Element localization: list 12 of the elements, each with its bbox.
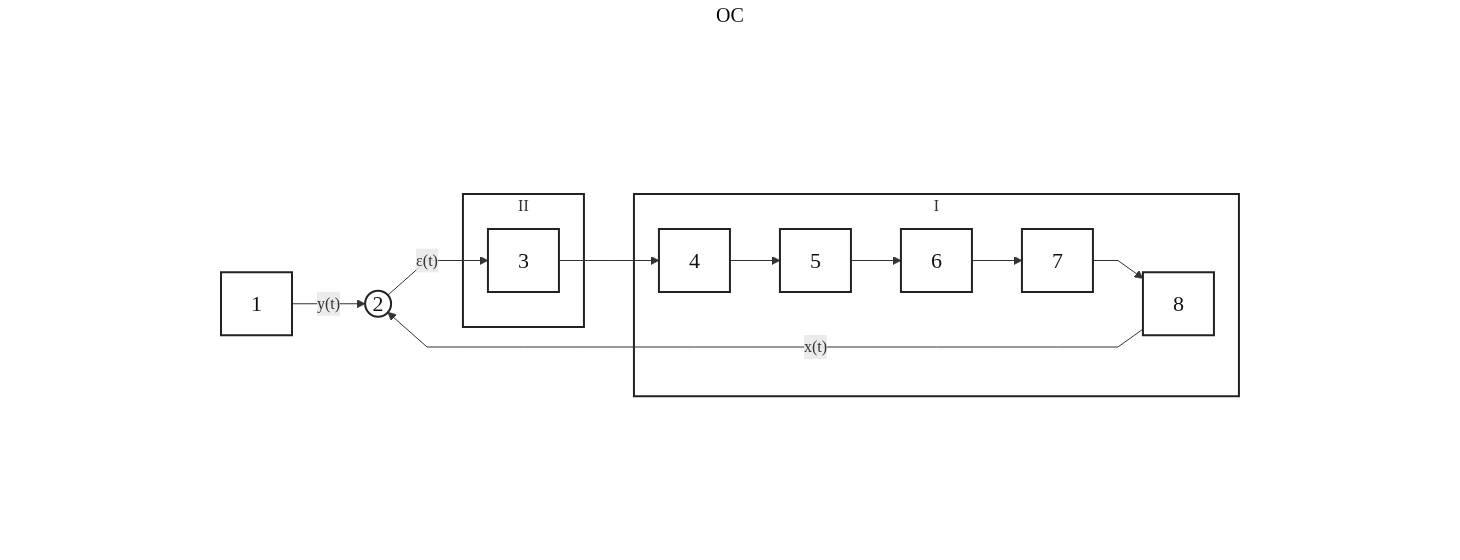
signal-label: OC xyxy=(716,4,744,26)
node-box: 4 xyxy=(657,228,731,294)
edge-label: x(t) xyxy=(803,338,828,356)
node-box: 7 xyxy=(1020,228,1094,294)
node-box: 1 xyxy=(220,271,294,337)
node-box: 6 xyxy=(899,228,973,294)
node-circle: 2 xyxy=(364,290,393,319)
node-box: 8 xyxy=(1141,271,1215,337)
edge-label: y(t) xyxy=(317,295,341,313)
node-box: 5 xyxy=(778,228,852,294)
edge-label: ε(t) xyxy=(416,251,438,269)
node-box: 3 xyxy=(486,228,560,294)
